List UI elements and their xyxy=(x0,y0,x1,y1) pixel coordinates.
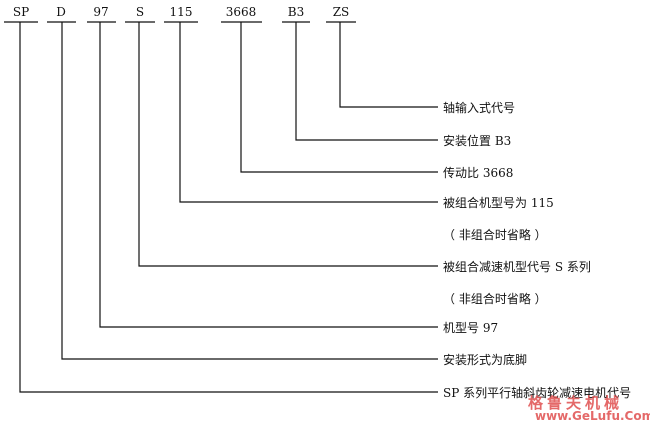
code-sp: SP xyxy=(12,5,30,19)
watermark-url: www.GeLufu.Com xyxy=(535,409,650,423)
leader-115 xyxy=(179,22,438,203)
watermark-logo-text: 格鲁夫机械 xyxy=(528,394,624,412)
desc-omit-note-1: （ 非组合时省略 ） xyxy=(443,228,547,242)
code-zs: ZS xyxy=(332,5,350,19)
leader-zs xyxy=(339,22,438,108)
leader-s xyxy=(138,22,438,267)
leader-3668 xyxy=(240,22,438,173)
code-3668: 3668 xyxy=(225,5,257,19)
leader-97 xyxy=(99,22,438,328)
desc-mounting-type: 安装形式为底脚 xyxy=(443,353,528,367)
leader-d xyxy=(61,22,438,360)
desc-omit-note-2: （ 非组合时省略 ） xyxy=(443,292,547,306)
desc-frame-size: 机型号 97 xyxy=(443,321,499,335)
desc-input-type: 轴输入式代号 xyxy=(443,101,516,115)
desc-combined-size: 被组合机型号为 115 xyxy=(443,196,554,210)
code-s: S xyxy=(135,5,145,19)
desc-combined-series: 被组合减速机型代号 S 系列 xyxy=(443,260,591,274)
desc-series-code: SP 系列平行轴斜齿轮减速电机代号 xyxy=(443,386,632,400)
leader-sp xyxy=(19,22,438,393)
desc-ratio: 传动比 3668 xyxy=(443,166,514,180)
code-b3: B3 xyxy=(287,5,305,19)
leader-b3 xyxy=(295,22,438,141)
desc-mounting-position: 安装位置 B3 xyxy=(443,134,512,148)
code-115: 115 xyxy=(169,5,193,19)
code-d: D xyxy=(56,5,66,19)
code-97: 97 xyxy=(93,5,109,19)
